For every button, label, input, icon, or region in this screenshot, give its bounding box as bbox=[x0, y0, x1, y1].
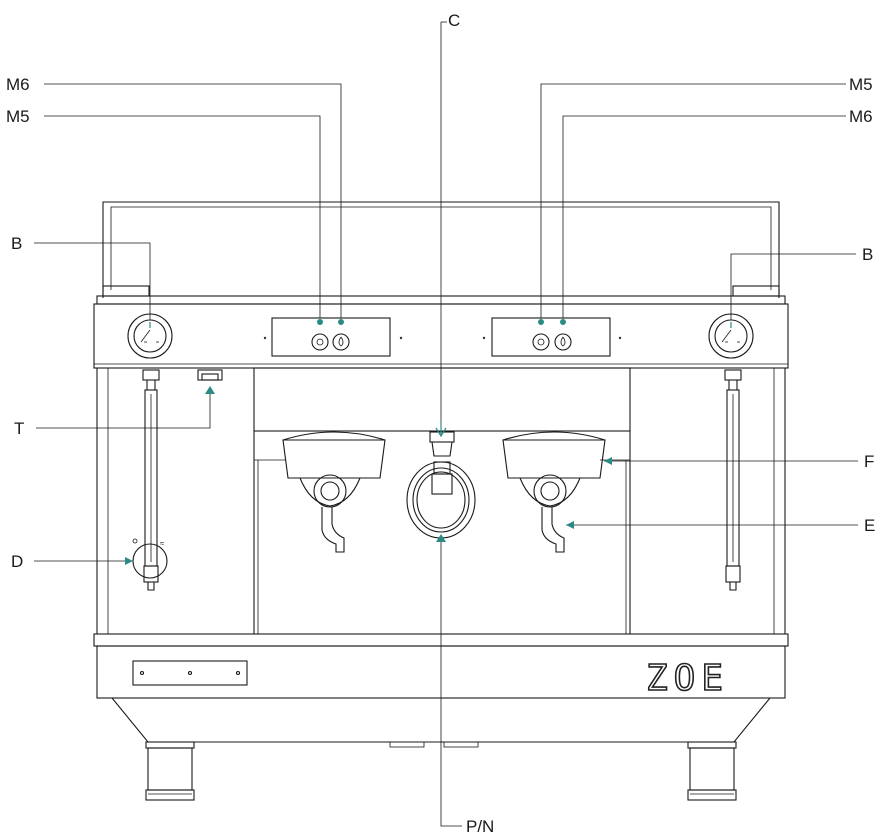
hot-water-outlet bbox=[406, 431, 476, 539]
cup-tray-foot-left bbox=[102, 285, 150, 297]
work-area-upper bbox=[253, 367, 631, 432]
label-b-right: B bbox=[862, 245, 873, 264]
callout-markers bbox=[149, 319, 732, 438]
steam-knob: ≈ bbox=[132, 538, 168, 579]
label-m6-right: M6 bbox=[849, 107, 873, 126]
label-b-left: B bbox=[11, 234, 22, 253]
hot-water-tap bbox=[197, 369, 223, 381]
brand-logo: ZOE bbox=[646, 658, 729, 699]
power-button-right[interactable] bbox=[532, 333, 550, 351]
work-area bbox=[253, 430, 631, 634]
button-panel-left bbox=[263, 317, 403, 357]
leader-arrowheads bbox=[125, 386, 612, 565]
steam-wand-left bbox=[142, 369, 160, 591]
label-e: E bbox=[864, 516, 875, 535]
pressure-gauge-right bbox=[708, 313, 754, 359]
leader-lines bbox=[34, 21, 858, 827]
label-m5-left: M5 bbox=[6, 107, 30, 126]
foot-right bbox=[687, 741, 737, 801]
steam-wand-right bbox=[724, 369, 742, 591]
lower-control-strip bbox=[132, 660, 248, 686]
cup-tray-foot-right bbox=[732, 285, 780, 297]
svg-text:≈: ≈ bbox=[160, 539, 165, 548]
label-m5-right: M5 bbox=[849, 75, 873, 94]
group-head-right bbox=[502, 431, 606, 553]
power-button-left[interactable] bbox=[311, 333, 329, 351]
foot-left bbox=[145, 741, 195, 801]
label-d: D bbox=[11, 552, 23, 571]
group-head-left bbox=[282, 431, 386, 553]
label-pn: P/N bbox=[466, 817, 494, 836]
pressure-gauge-left bbox=[127, 313, 173, 359]
water-button-right[interactable] bbox=[554, 333, 572, 351]
water-button-left[interactable] bbox=[332, 333, 350, 351]
button-panel-right bbox=[482, 317, 622, 357]
label-t: T bbox=[14, 419, 24, 438]
label-c: C bbox=[448, 11, 460, 30]
label-f: F bbox=[864, 452, 874, 471]
label-m6-left: M6 bbox=[6, 75, 30, 94]
